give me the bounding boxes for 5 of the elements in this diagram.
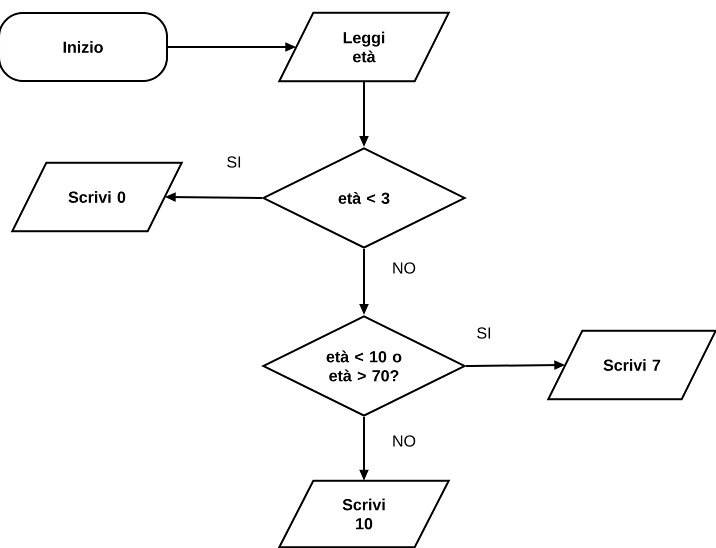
edge-label: SI bbox=[475, 326, 493, 340]
edge-label: NO bbox=[391, 261, 417, 275]
terminal-box: Inizio bbox=[0, 12, 168, 82]
edge-label: NO bbox=[391, 434, 417, 448]
edge-label: SI bbox=[225, 155, 243, 169]
